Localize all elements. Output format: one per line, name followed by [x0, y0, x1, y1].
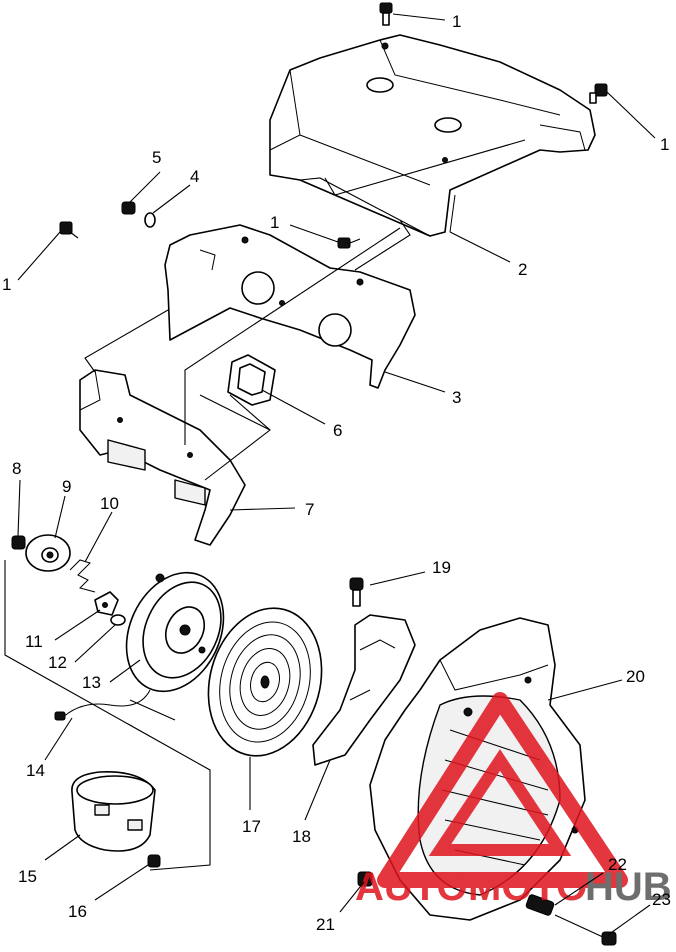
- screw-16: [147, 854, 161, 868]
- callout-19: 19: [432, 558, 451, 577]
- callout-18: 18: [292, 827, 311, 846]
- spring-12: [110, 614, 126, 626]
- watermark-text-moto: MOTO: [468, 865, 587, 909]
- rope-handle-cup-15: [71, 771, 156, 852]
- nut-8: [11, 535, 26, 550]
- callout-13: 13: [82, 673, 101, 692]
- lower-bracket-part: [79, 369, 246, 546]
- watermark-text-hub: HUB: [585, 865, 672, 909]
- leader-box-starter: [4, 560, 211, 871]
- nut-5: [121, 201, 136, 215]
- watermark-text-auto: AUTO: [355, 865, 468, 909]
- callout-12: 12: [48, 653, 67, 672]
- callout-16: 16: [68, 902, 87, 921]
- callout-17: 17: [242, 817, 261, 836]
- callout-4: 4: [190, 167, 199, 186]
- gasket-part: [227, 354, 276, 406]
- top-shroud-part: [269, 34, 596, 237]
- assembly-reference-lines: [84, 139, 526, 481]
- pulley-reel-13: [125, 571, 225, 693]
- callout-6: 6: [333, 421, 342, 440]
- bolt-top: [379, 2, 393, 26]
- bolt-23: [554, 914, 617, 946]
- bolt-left: [59, 221, 79, 239]
- callout-21: 21: [316, 915, 335, 934]
- callout-5: 5: [152, 148, 161, 167]
- callout-1-top: 1: [452, 12, 461, 31]
- callout-3: 3: [452, 388, 461, 407]
- callout-15: 15: [18, 867, 37, 886]
- callout-11: 11: [25, 632, 43, 651]
- callout-2: 2: [518, 260, 527, 279]
- bolt-middle: [337, 237, 361, 249]
- bolt-19: [349, 577, 364, 607]
- callout-1-left: 1: [2, 275, 11, 294]
- callout-22: 22: [608, 855, 627, 874]
- callout-1-right: 1: [660, 135, 669, 154]
- bolt-right: [589, 83, 608, 104]
- back-plate-part: [164, 224, 416, 389]
- washer-4: [144, 212, 156, 228]
- friction-plate-9: [25, 534, 71, 572]
- callout-23: 23: [652, 890, 671, 909]
- callout-20: 20: [626, 667, 645, 686]
- ratchet-11: [94, 591, 119, 616]
- callout-10: 10: [100, 494, 119, 513]
- callout-8: 8: [12, 459, 21, 478]
- callout-14: 14: [26, 761, 45, 780]
- watermark-logo: AUTO MOTO HUB: [355, 692, 672, 909]
- callout-leaders: [17, 13, 656, 936]
- recoil-spring-17: [207, 607, 323, 757]
- spring-clip-10: [69, 559, 96, 593]
- bushing-22: [525, 894, 555, 916]
- callout-1-middle: 1: [270, 213, 279, 232]
- callout-7: 7: [305, 500, 314, 519]
- nut-21: [357, 871, 373, 887]
- mount-bracket-18: [312, 614, 416, 766]
- starter-rope-14: [54, 689, 151, 721]
- callout-9: 9: [62, 477, 71, 496]
